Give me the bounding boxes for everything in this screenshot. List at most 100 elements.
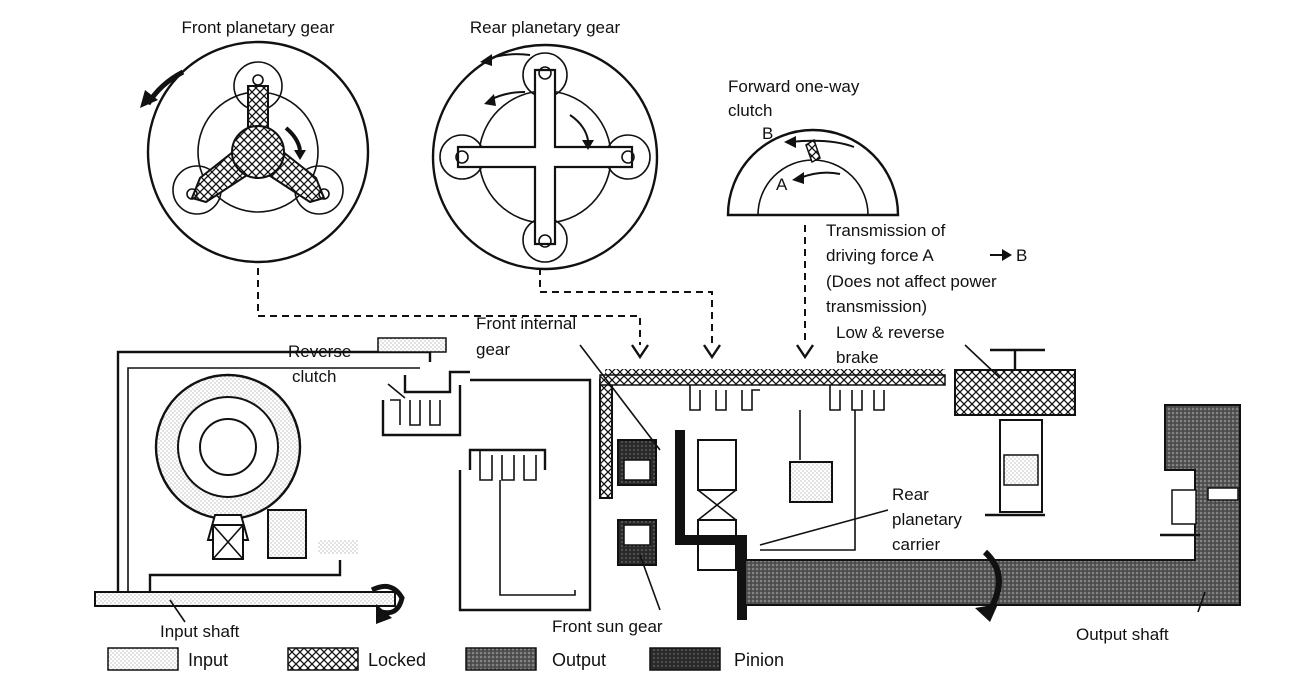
front-ring-gear — [146, 40, 370, 264]
reverse-clutch-label-2: clutch — [292, 367, 336, 386]
rear-pin-right — [621, 150, 635, 164]
one-way-bearing-x — [212, 524, 244, 560]
legend-label-output: Output — [552, 650, 606, 670]
front-gear-connector — [257, 268, 641, 345]
arrow-b-head — [784, 136, 796, 148]
front-gear-connector-head — [631, 344, 649, 360]
a-to-b-arrowhead — [1002, 249, 1012, 261]
rear-pinion-x — [697, 489, 737, 521]
oil-pump — [267, 509, 307, 559]
torque-converter-housing — [116, 350, 432, 592]
legend-swatch-pinion — [649, 647, 721, 671]
reverse-clutch-leader — [387, 383, 406, 399]
point-b-label: B — [762, 124, 773, 143]
rear-ring-gear — [431, 43, 659, 271]
clutch-outer-race — [726, 128, 900, 217]
front-planetary-gear: Front planetary gear — [140, 18, 370, 264]
reverse-clutch-label-1: Reverse — [288, 342, 351, 361]
front-pinion-bearing-upper — [623, 459, 651, 481]
rear-brake-plates-right — [829, 385, 885, 411]
torque-converter-core — [199, 418, 257, 476]
front-sun-rotation-arrow — [284, 126, 302, 151]
transmission-label-1: Transmission of — [826, 221, 946, 240]
forward-clutch-label-2: clutch — [728, 101, 772, 120]
rear-sun-rotation-arrow — [569, 114, 589, 141]
input-rotation-arrow — [370, 583, 405, 616]
input-hub — [148, 560, 342, 592]
legend-label-input: Input — [188, 650, 228, 670]
arrow-a-direction — [799, 171, 841, 179]
rear-planetary-gear-label: Rear planetary gear — [470, 18, 621, 37]
reverse-clutch-top — [377, 337, 447, 353]
brake-anchor — [990, 348, 1045, 370]
legend-label-pinion: Pinion — [734, 650, 784, 670]
front-pin-right — [318, 188, 330, 200]
front-planetary-gear-label: Front planetary gear — [181, 18, 334, 37]
point-a-label: A — [776, 175, 788, 194]
reverse-clutch-plates — [390, 399, 441, 426]
input-drum-inner — [127, 367, 420, 592]
pump-housing — [318, 540, 358, 554]
front-internal-gear-label-2: gear — [476, 340, 510, 359]
input-shaft-leader — [169, 599, 186, 623]
forward-clutch-plates — [479, 450, 537, 481]
front-internal-gear-label-1: Front internal — [476, 314, 576, 333]
rear-pin-left — [455, 150, 469, 164]
legend-label-locked: Locked — [368, 650, 426, 670]
brake-support-bearing — [1003, 454, 1039, 486]
rear-carrier-label-2: planetary — [892, 510, 962, 529]
low-reverse-brake — [954, 369, 1076, 416]
input-shaft — [94, 591, 396, 607]
front-pin-top — [252, 74, 264, 86]
transmission-label-3: (Does not affect power — [826, 272, 997, 291]
rear-pinion-arrowhead — [484, 94, 496, 106]
output-bearing — [1171, 489, 1197, 525]
arrow-a-head — [792, 172, 804, 184]
transmission-cross-section — [94, 337, 1241, 624]
rear-carrier-bearing — [789, 461, 833, 503]
rear-sun-arrowhead — [582, 140, 594, 150]
forward-clutch-label-1: Forward one-way — [728, 77, 860, 96]
reverse-clutch-drum — [381, 385, 462, 437]
forward-clutch-cover — [468, 448, 547, 470]
rear-brake-plates-left — [689, 385, 760, 411]
cross-section-labels: Reverse clutch Front internal gear Low &… — [160, 314, 1169, 644]
rear-carrier-label-1: Rear — [892, 485, 929, 504]
legend: Input Locked Output Pinion — [107, 647, 784, 671]
output-shaft-label: Output shaft — [1076, 625, 1169, 644]
clutch-connector-head — [796, 344, 814, 360]
low-reverse-brake-leader — [964, 344, 1001, 379]
output-shaft-leader — [1197, 591, 1206, 613]
clutch-sprag — [805, 138, 821, 164]
input-rotation-arrowhead — [376, 604, 392, 624]
front-carrier-locked-section — [599, 378, 613, 499]
dashed-connectors — [257, 225, 814, 360]
front-pin-left — [186, 188, 198, 200]
front-sun-arrowhead — [294, 150, 306, 160]
rear-carrier-label-3: carrier — [892, 535, 941, 554]
output-rotation-arrow — [982, 549, 1002, 612]
reverse-clutch-hub — [403, 370, 470, 394]
forward-clutch-drum — [458, 378, 592, 612]
rear-carrier-leader — [759, 509, 889, 546]
rear-planetary-gear: Rear planetary gear — [431, 18, 659, 271]
output-shaft — [744, 404, 1241, 606]
input-shaft-label: Input shaft — [160, 622, 240, 641]
front-internal-gear-leader — [579, 344, 661, 451]
rear-ring-arrowhead — [480, 54, 492, 66]
low-reverse-brake-label-1: Low & reverse — [836, 323, 945, 342]
front-pinion-bearing-lower — [623, 524, 651, 546]
clutch-inner-race — [757, 159, 869, 216]
legend-swatch-input — [107, 647, 179, 671]
rear-pinion-upper — [697, 439, 737, 491]
forward-clutch-hub — [499, 480, 576, 596]
rear-carrier-cross — [456, 68, 634, 246]
transmission-label-2b: B — [1016, 246, 1027, 265]
transmission-label-2: driving force A — [826, 246, 934, 265]
rear-pin-bottom — [538, 234, 552, 248]
front-sun-gear-leader — [639, 554, 661, 611]
rear-carrier-arms — [760, 410, 856, 551]
legend-swatch-locked — [287, 647, 359, 671]
